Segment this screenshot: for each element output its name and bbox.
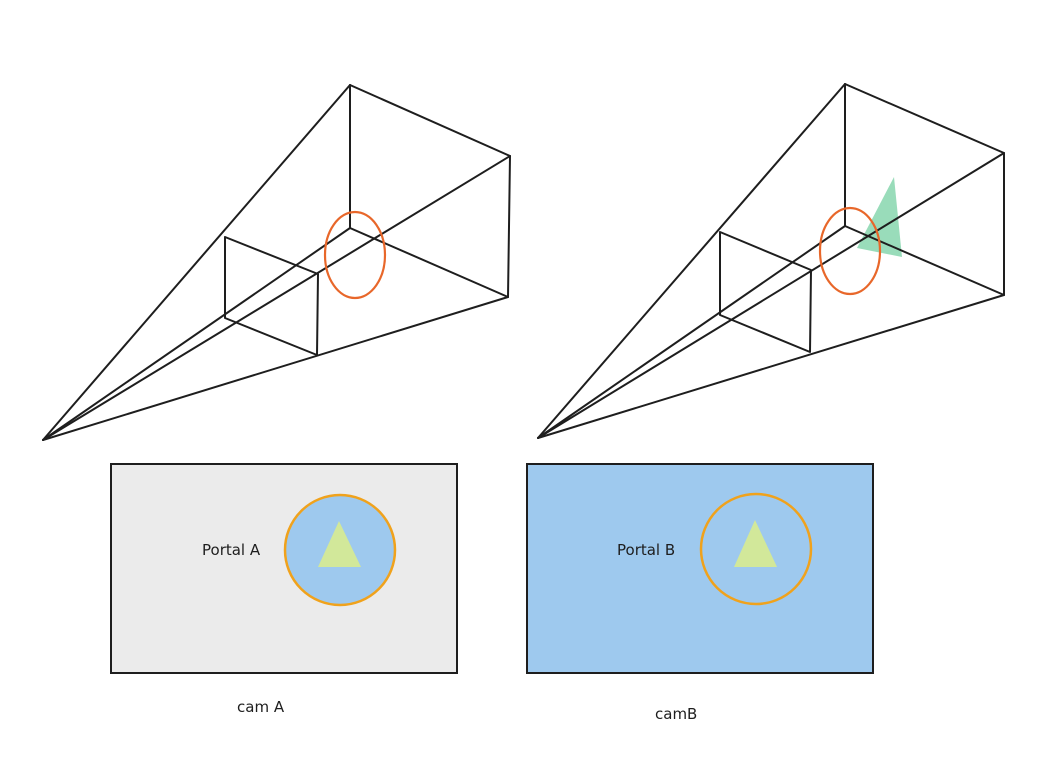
render-panel-cam-b: Portal B camB — [526, 463, 874, 723]
portal-ring-b — [818, 206, 882, 296]
frustum-cam-b-lines — [537, 83, 1005, 439]
frustum-cam-a — [42, 84, 511, 441]
cam-b-label: camB — [655, 705, 697, 723]
portal-b-label: Portal B — [617, 541, 675, 559]
portal-triangle-a — [318, 521, 361, 567]
portal-ring-a — [323, 210, 387, 300]
screen-cam-a — [110, 463, 458, 674]
portal-triangle-b — [734, 520, 777, 567]
frustum-cam-a-lines — [42, 84, 511, 441]
portal-view-b — [699, 492, 813, 606]
cam-a-label: cam A — [237, 698, 285, 716]
screen-cam-b — [526, 463, 874, 674]
render-panel-cam-a: Portal A cam A — [110, 463, 458, 716]
frustum-cam-b — [537, 83, 1005, 439]
portal-a-label: Portal A — [202, 541, 261, 559]
